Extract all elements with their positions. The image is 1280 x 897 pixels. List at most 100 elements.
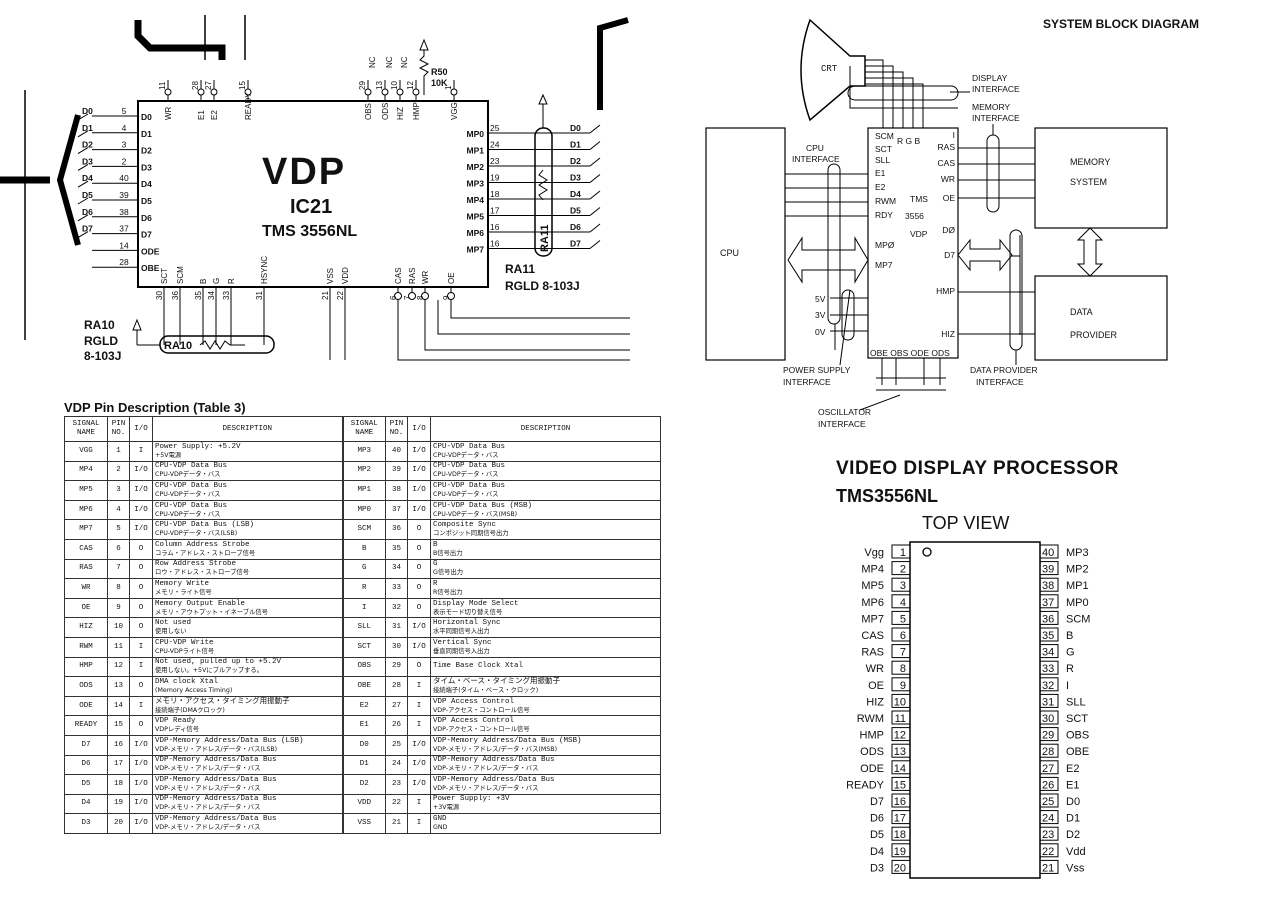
description-cell: CPU-VDP Data Bus (MSB)CPU-VDPデータ・バス(MSB) (430, 499, 661, 521)
bottom-pin-name: OE (447, 272, 456, 284)
ra10-block-line2: RGLD (84, 334, 118, 348)
description-jp: 使用しない。+5Vにプルアップする。 (155, 667, 264, 675)
description-jp: VDP-メモリ・アドレス/データ・バス (433, 784, 539, 792)
right-pin-number: 37 (1042, 597, 1054, 609)
left-pin-name: D4 (141, 179, 152, 189)
top-pin-name: READY (244, 92, 253, 120)
pin-no-cell: 21 (385, 813, 408, 834)
left-pin-name: D5 (870, 829, 884, 841)
description-en: CPU-VDP Data Bus (155, 481, 228, 490)
left-pin-name: HMP (860, 730, 884, 742)
right-pin-name: Vss (1066, 862, 1085, 874)
system-block-diagram: CRT CPU MEMORY SYSTEM DATA PROVIDER SCMS… (705, 18, 1168, 429)
signal-name-cell: SCT (341, 636, 386, 658)
signal-name-cell: SLL (341, 617, 386, 638)
pin-no-cell: 8 (107, 578, 130, 599)
right-pin-name: D1 (1066, 813, 1080, 825)
vdp-schematic: VDP IC21 TMS 3556NL 11WR28E127E215READY2… (0, 15, 630, 363)
right-pin-number: 22 (1042, 846, 1054, 858)
signal-name-cell: MP3 (341, 441, 386, 462)
description-jp: CPU-VDPデータ・バス (155, 490, 221, 498)
display-interface-label-2: INTERFACE (972, 84, 1020, 94)
signal-name-cell: VDD (341, 793, 386, 815)
io-cell: I/O (407, 754, 431, 776)
r50-name: R50 (431, 67, 448, 77)
left-pin-name: RAS (861, 647, 884, 659)
pin-no-cell: 29 (385, 656, 408, 678)
left-pin-number: 16 (894, 796, 906, 808)
memory-interface-label-2: INTERFACE (972, 113, 1020, 123)
signal-name-cell: D0 (341, 734, 386, 756)
description-jp: VDP-メモリ・アドレス/データ・バス (155, 824, 261, 832)
right-pin-number: 26 (1042, 779, 1054, 791)
description-jp: CPU-VDPデータ・バス (433, 471, 499, 479)
description-en: VDP-Memory Address/Data Bus (LSB) (155, 736, 304, 745)
signal-name-cell: B (341, 538, 386, 560)
description-en: Not used (155, 619, 192, 628)
right-pin-number: 36 (1042, 613, 1054, 625)
signal-name-cell: HIZ (64, 617, 108, 638)
signal-name-cell: D1 (341, 754, 386, 776)
vdp-block-pin-left: RWM (875, 196, 896, 206)
top-pin-name: E1 (197, 110, 206, 120)
signal-name-cell: OBS (341, 656, 386, 678)
cpu-label: CPU (720, 248, 739, 258)
pin-description-table: SIGNAL NAME PIN NO. I/O DESCRIPTION SIGN… (64, 416, 661, 834)
left-pin-number: 15 (894, 779, 906, 791)
header-pin-no: PIN NO. (385, 416, 408, 442)
top-pin-number: 29 (358, 81, 367, 90)
vdp-block-pin-left: E2 (875, 182, 886, 192)
right-pin-name: SCM (1066, 613, 1090, 625)
left-pin-number: 4 (900, 597, 906, 609)
bottom-pin-number: 35 (194, 291, 203, 300)
left-net-label: D6 (82, 207, 93, 217)
right-net-label: D4 (570, 189, 581, 199)
ra11-label: RA11 (539, 224, 551, 252)
right-pin-name: SCT (1066, 713, 1088, 725)
pin-no-cell: 40 (385, 441, 408, 462)
description-cell: DMA clock Xtal(Memory Access Timing) (152, 676, 343, 697)
description-en: VDP-Memory Address/Data Bus (433, 775, 555, 784)
description-en: VDP-Memory Address/Data Bus (155, 795, 277, 804)
description-jp: VDP-アクセス・コントロール信号 (433, 706, 530, 714)
pin-no-cell: 19 (107, 793, 130, 815)
description-cell: VDP-Memory Address/Data Bus (LSB)VDP-メモリ… (152, 734, 343, 756)
description-jp: ロウ・アドレス・ストローブ信号 (155, 569, 250, 577)
top-pin-number: 13 (375, 81, 384, 90)
signal-name-cell: D3 (64, 813, 108, 834)
left-pin-name: D7 (141, 230, 152, 240)
description-cell: CPU-VDP Data Bus (LSB)CPU-VDPデータ・バス(LSB) (152, 519, 343, 540)
nc-label: NC (368, 56, 377, 68)
signal-name-cell: WR (64, 578, 108, 599)
bottom-pin-number: 9 (442, 295, 451, 300)
pin-no-cell: 5 (107, 519, 130, 540)
left-net-label: D2 (82, 140, 93, 150)
signal-name-cell: ODS (64, 676, 108, 697)
right-pin-name: OBE (1066, 746, 1089, 758)
memory-interface-label: MEMORY (972, 102, 1010, 112)
left-pin-name: D4 (870, 846, 884, 858)
right-pin-name: MP1 (1066, 580, 1089, 592)
left-pin-name: MP4 (861, 564, 884, 576)
bottom-pin-name: SCT (160, 268, 169, 284)
left-pin-number: 14 (119, 240, 129, 250)
io-cell: O (129, 715, 153, 736)
description-jp: VDP-メモリ・アドレス/データ・バス(MSB) (433, 745, 558, 753)
pin-no-cell: 12 (107, 656, 130, 678)
top-pin-number: 10 (390, 81, 399, 90)
pin-no-cell: 2 (107, 460, 130, 482)
io-cell: I/O (407, 480, 431, 501)
right-pin-number: 21 (1042, 862, 1054, 874)
power-interface-label: POWER SUPPLY (783, 365, 851, 375)
pin-description-table-wrap: SIGNAL NAME PIN NO. I/O DESCRIPTION SIGN… (64, 416, 661, 834)
description-en: Not used, pulled up to +5.2V (155, 658, 282, 667)
pin-no-cell: 33 (385, 578, 408, 599)
